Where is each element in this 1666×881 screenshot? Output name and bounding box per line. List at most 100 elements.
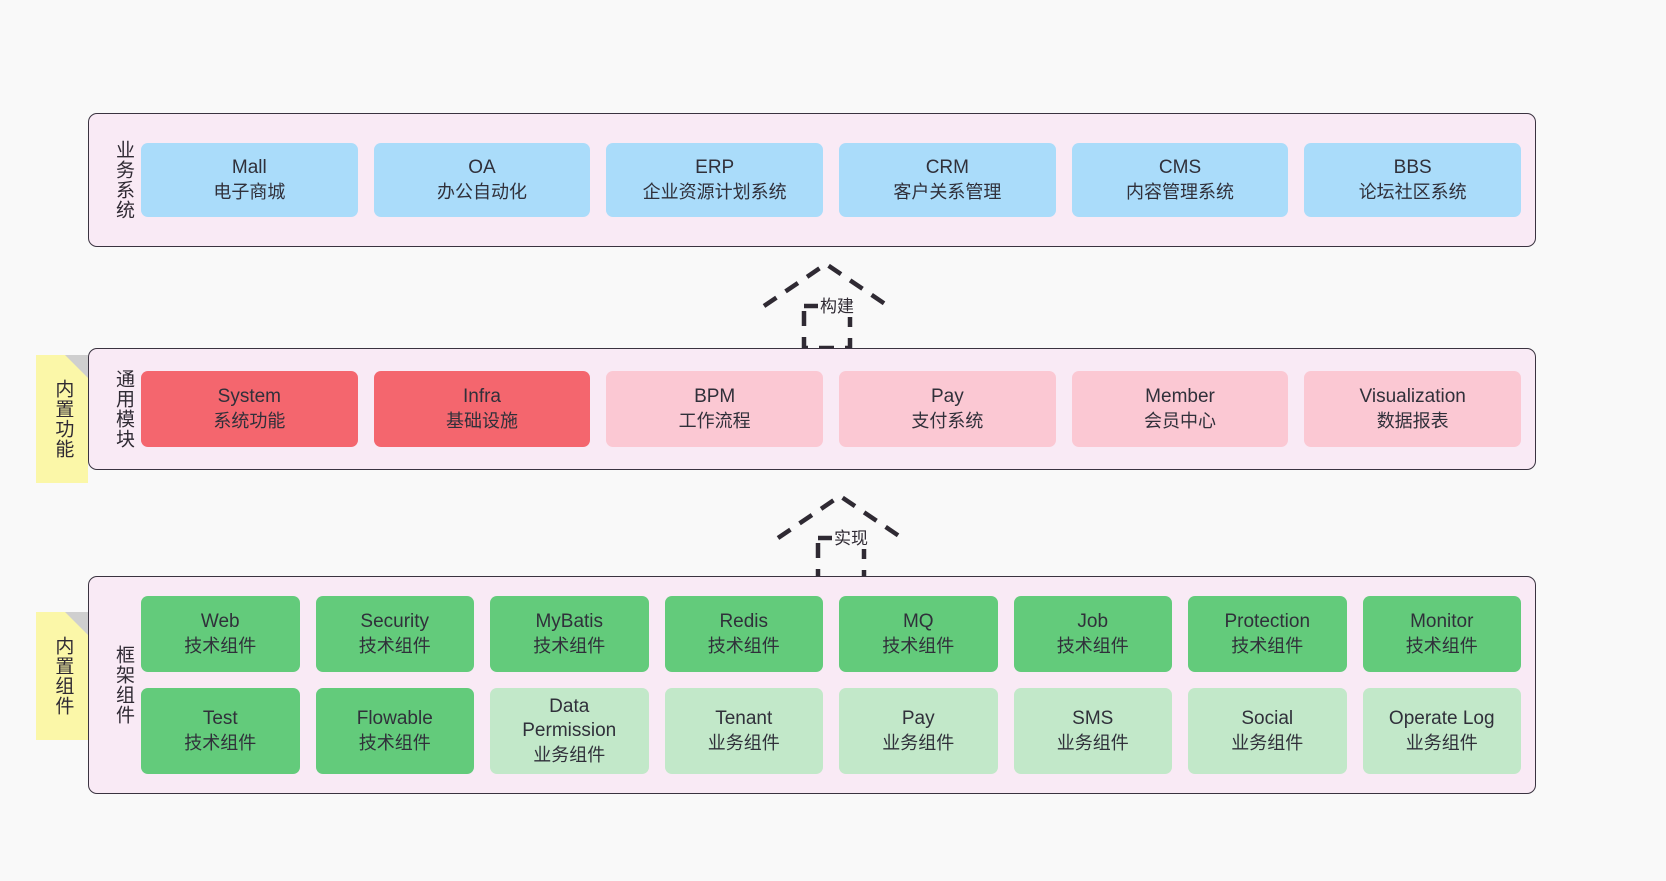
card-subtitle: 会员中心: [1144, 410, 1217, 431]
card-title: Test: [202, 707, 238, 729]
card-title: Security: [360, 610, 430, 632]
card-row: Web 技术组件 Security 技术组件 MyBatis 技术组件 Redi…: [141, 596, 1521, 672]
card-subtitle: 业务组件: [533, 744, 606, 765]
card-title: Pay: [930, 385, 964, 407]
card-row: System 系统功能 Infra 基础设施 BPM 工作流程 Pay 支付系统…: [141, 371, 1522, 447]
card-title: MQ: [902, 610, 934, 632]
connector-implement: 实现: [772, 490, 922, 583]
card-job[interactable]: Job 技术组件: [1013, 596, 1172, 672]
note-fold-corner-icon: [65, 355, 88, 378]
sticky-note-label: 内置组件: [52, 636, 74, 716]
sticky-note-builtin-feature[interactable]: 内置功能: [36, 355, 88, 483]
card-title: Data Permission: [522, 695, 617, 742]
card-subtitle: 技术组件: [1405, 635, 1478, 656]
card-subtitle: 办公自动化: [437, 181, 527, 202]
card-test[interactable]: Test 技术组件: [141, 688, 300, 774]
card-subtitle: 基础设施: [446, 410, 518, 431]
card-social[interactable]: Social 业务组件: [1188, 688, 1347, 774]
card-title: Flowable: [356, 707, 433, 729]
card-title: ERP: [695, 156, 735, 178]
card-pay[interactable]: Pay 支付系统: [839, 371, 1056, 447]
card-subtitle: 客户关系管理: [893, 181, 1002, 202]
layer-title-business-system: 业务系统: [113, 140, 134, 220]
card-bbs[interactable]: BBS 论坛社区系统: [1304, 143, 1522, 217]
layer-common-module[interactable]: 通用模块 System 系统功能 Infra 基础设施 BPM 工作流程 Pay…: [88, 348, 1536, 470]
card-title: Visualization: [1359, 385, 1466, 407]
card-bpm[interactable]: BPM 工作流程: [606, 371, 824, 447]
card-subtitle: 业务组件: [882, 732, 955, 753]
card-subtitle: 技术组件: [707, 635, 780, 656]
card-title: Web: [200, 610, 240, 632]
layer-cards-common-module: System 系统功能 Infra 基础设施 BPM 工作流程 Pay 支付系统…: [135, 349, 1535, 469]
card-security[interactable]: Security 技术组件: [315, 596, 474, 672]
card-infra[interactable]: Infra 基础设施: [373, 371, 591, 447]
card-member[interactable]: Member 会员中心: [1071, 371, 1289, 447]
card-subtitle: 技术组件: [882, 635, 955, 656]
card-subtitle: 技术组件: [533, 635, 606, 656]
layer-framework-component[interactable]: 框架组件 Web 技术组件 Security 技术组件 MyBatis 技术组件…: [88, 576, 1536, 794]
card-flowable[interactable]: Flowable 技术组件: [315, 688, 474, 774]
layer-business-system[interactable]: 业务系统 Mall 电子商城 OA 办公自动化 ERP 企业资源计划系统 CRM…: [88, 113, 1536, 247]
card-subtitle: 数据报表: [1376, 410, 1449, 431]
card-title: System: [217, 385, 282, 407]
card-title: BPM: [694, 385, 736, 407]
card-subtitle: 业务组件: [1231, 732, 1304, 753]
card-title: Protection: [1224, 610, 1311, 632]
card-title: OA: [468, 156, 496, 178]
card-system[interactable]: System 系统功能: [141, 371, 358, 447]
layer-title-common-module: 通用模块: [113, 369, 134, 449]
card-subtitle: 电子商城: [213, 181, 286, 202]
card-protection[interactable]: Protection 技术组件: [1188, 596, 1347, 672]
card-oa[interactable]: OA 办公自动化: [373, 143, 591, 217]
card-subtitle: 内容管理系统: [1126, 181, 1235, 202]
card-title: CRM: [925, 156, 969, 178]
connector-build: 构建: [758, 258, 908, 351]
card-subtitle: 技术组件: [184, 732, 257, 753]
card-mall[interactable]: Mall 电子商城: [141, 143, 358, 217]
card-row: Mall 电子商城 OA 办公自动化 ERP 企业资源计划系统 CRM 客户关系…: [141, 143, 1522, 217]
card-subtitle: 技术组件: [184, 635, 257, 656]
card-web[interactable]: Web 技术组件: [141, 596, 300, 672]
card-title: Tenant: [715, 707, 773, 729]
sticky-note-builtin-component[interactable]: 内置组件: [36, 612, 88, 740]
card-pay-component[interactable]: Pay 业务组件: [839, 688, 998, 774]
card-subtitle: 企业资源计划系统: [642, 181, 787, 202]
layer-cards-business-system: Mall 电子商城 OA 办公自动化 ERP 企业资源计划系统 CRM 客户关系…: [135, 114, 1535, 246]
card-title: Monitor: [1410, 610, 1474, 632]
card-tenant[interactable]: Tenant 业务组件: [664, 688, 823, 774]
card-title: Member: [1145, 385, 1215, 407]
card-data-permission[interactable]: Data Permission 业务组件: [490, 688, 649, 774]
card-sms[interactable]: SMS 业务组件: [1013, 688, 1172, 774]
layer-title-framework-component: 框架组件: [113, 645, 134, 725]
card-crm[interactable]: CRM 客户关系管理: [839, 143, 1056, 217]
note-fold-corner-icon: [65, 612, 88, 635]
card-title: Infra: [462, 385, 502, 407]
card-title: BBS: [1393, 156, 1432, 178]
card-subtitle: 论坛社区系统: [1358, 181, 1467, 202]
card-erp[interactable]: ERP 企业资源计划系统: [606, 143, 824, 217]
card-subtitle: 技术组件: [1231, 635, 1304, 656]
card-subtitle: 技术组件: [358, 732, 431, 753]
card-subtitle: 系统功能: [213, 410, 286, 431]
card-redis[interactable]: Redis 技术组件: [664, 596, 823, 672]
card-mybatis[interactable]: MyBatis 技术组件: [490, 596, 649, 672]
card-visualization[interactable]: Visualization 数据报表: [1304, 371, 1522, 447]
card-title: SMS: [1072, 707, 1114, 729]
layer-cards-framework-component: Web 技术组件 Security 技术组件 MyBatis 技术组件 Redi…: [135, 577, 1535, 793]
card-operate-log[interactable]: Operate Log 业务组件: [1362, 688, 1521, 774]
card-title: CMS: [1158, 156, 1202, 178]
connector-label-build: 构建: [818, 292, 856, 317]
card-mq[interactable]: MQ 技术组件: [839, 596, 998, 672]
connector-label-implement: 实现: [832, 524, 870, 549]
card-title: Mall: [231, 156, 267, 178]
card-row: Test 技术组件 Flowable 技术组件 Data Permission …: [141, 688, 1521, 774]
card-subtitle: 支付系统: [911, 410, 984, 431]
card-title: Job: [1077, 610, 1109, 632]
card-monitor[interactable]: Monitor 技术组件: [1362, 596, 1521, 672]
card-cms[interactable]: CMS 内容管理系统: [1071, 143, 1289, 217]
card-subtitle: 业务组件: [707, 732, 780, 753]
card-title: Redis: [719, 610, 769, 632]
card-subtitle: 业务组件: [1056, 732, 1129, 753]
card-title: Operate Log: [1388, 707, 1495, 729]
